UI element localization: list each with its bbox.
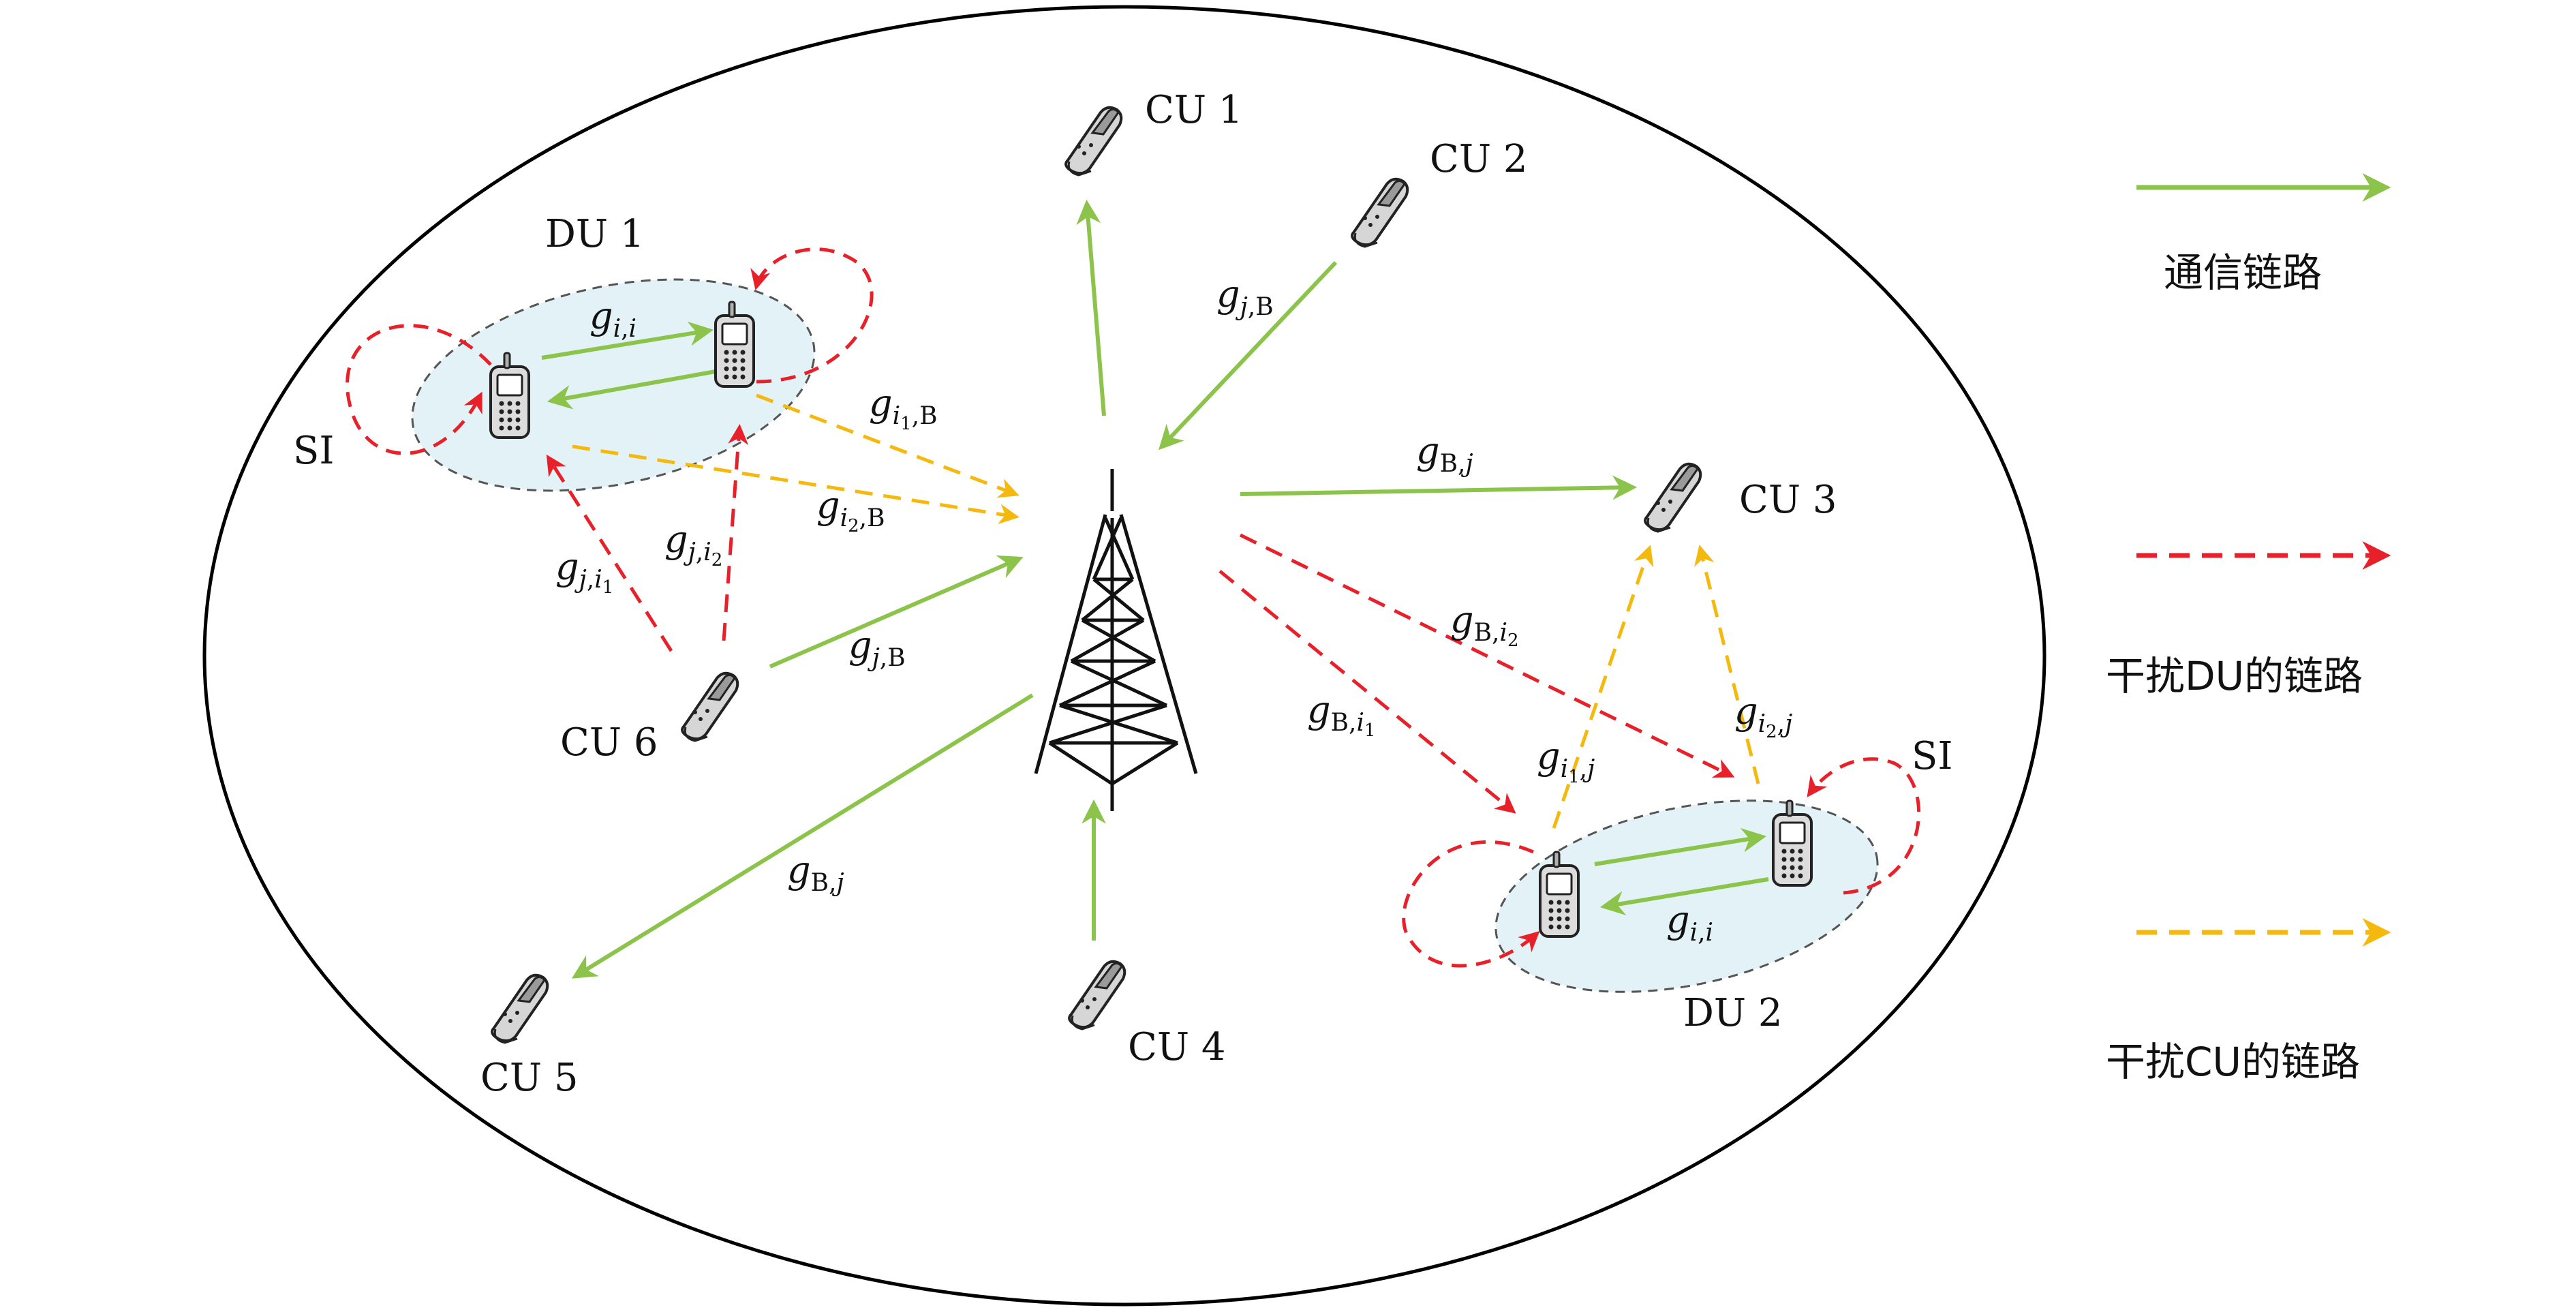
du1-rx-mobile-phone-icon bbox=[714, 301, 755, 388]
gain-cu3-bj-label: gB,j bbox=[1416, 429, 1473, 478]
cu5-flip-phone-icon bbox=[491, 973, 549, 1044]
gain-cu2-jb-label: gj,B bbox=[1216, 273, 1274, 321]
cu1-flip-phone-icon bbox=[1064, 106, 1123, 177]
si-left-label: SI bbox=[293, 429, 334, 473]
cu1-label: CU 1 bbox=[1145, 88, 1242, 132]
si-loop-du1-left bbox=[346, 324, 492, 455]
link-du2-forward bbox=[1594, 827, 1767, 866]
cu3-label: CU 3 bbox=[1739, 478, 1837, 522]
gain-i1-b-label: gi1,B bbox=[869, 382, 938, 434]
gain-j-i1-label: gj,i1 bbox=[555, 545, 613, 598]
cu2-label: CU 2 bbox=[1430, 137, 1527, 181]
link-cu6-to-bs bbox=[769, 555, 1024, 669]
interfere-bs-to-du2-right bbox=[1239, 533, 1735, 778]
gain-b-i1-label: gB,i1 bbox=[1307, 688, 1376, 741]
du2-tx-mobile-phone-icon bbox=[1539, 851, 1580, 938]
interfere-cu6-to-du1-left bbox=[546, 454, 673, 652]
interfere-du1-tx-bs-1 bbox=[756, 393, 1019, 498]
legend: 通信链路 干扰DU的链路 干扰CU的链路 bbox=[2106, 173, 2391, 1085]
du1-cluster bbox=[411, 278, 816, 492]
gain-cu5-bj-label: gB,j bbox=[787, 849, 844, 897]
link-to-cu1 bbox=[1076, 199, 1106, 416]
interfere-du2-to-cu3-a bbox=[1552, 545, 1654, 829]
link-du1-forward bbox=[541, 321, 714, 360]
cu2-flip-phone-icon bbox=[1351, 177, 1409, 248]
gain-du2-ii-label: gi,i bbox=[1666, 898, 1713, 947]
link-du1-reverse bbox=[547, 369, 716, 410]
link-cu2-to-bs bbox=[1159, 260, 1338, 451]
si-loop-du2-left bbox=[1402, 840, 1540, 968]
si-right-label: SI bbox=[1912, 734, 1952, 778]
du1-label: DU 1 bbox=[545, 212, 645, 256]
legend-interfere-du-label: 干扰DU的链路 bbox=[2106, 653, 2363, 699]
interfere-du2-to-cu3-b bbox=[1694, 545, 1760, 784]
link-bs-to-cu5 bbox=[571, 693, 1034, 979]
legend-interfere-cu-label: 干扰CU的链路 bbox=[2106, 1039, 2360, 1085]
link-bs-to-cu3 bbox=[1240, 475, 1638, 500]
du2-label: DU 2 bbox=[1683, 991, 1783, 1035]
cu6-label: CU 6 bbox=[560, 720, 658, 765]
gain-i1-j-label: gi1,j bbox=[1537, 735, 1595, 787]
cell-boundary bbox=[202, 5, 2046, 1307]
du2-rx-mobile-phone-icon bbox=[1772, 799, 1813, 887]
legend-communication-label: 通信链路 bbox=[2164, 249, 2322, 296]
cu4-flip-phone-icon bbox=[1068, 960, 1126, 1031]
interfere-cu6-to-du1-right bbox=[722, 424, 749, 641]
cell-tower-icon bbox=[1034, 469, 1198, 811]
gain-i2-b-label: gi2,B bbox=[816, 484, 885, 536]
cu4-label: CU 4 bbox=[1128, 1025, 1225, 1069]
si-loop-du2-right bbox=[1807, 757, 1921, 895]
cu3-flip-phone-icon bbox=[1644, 462, 1702, 533]
interfere-bs-to-du2-left bbox=[1218, 570, 1516, 814]
gain-cu6-jb-label: gj,B bbox=[848, 624, 906, 672]
gain-du1-ii-label: gi,i bbox=[589, 294, 637, 343]
link-du2-reverse bbox=[1599, 877, 1769, 916]
interfere-du1-tx-bs-2 bbox=[572, 444, 1019, 525]
du1-tx-mobile-phone-icon bbox=[489, 352, 530, 439]
si-loop-du1-right bbox=[750, 247, 874, 384]
gain-b-i2-label: gB,i2 bbox=[1450, 598, 1519, 651]
cu5-label: CU 5 bbox=[480, 1056, 578, 1100]
gain-i2-j-label: gi2,j bbox=[1734, 690, 1792, 742]
gain-j-i2-label: gj,i2 bbox=[664, 518, 722, 570]
cu6-flip-phone-icon bbox=[681, 671, 739, 742]
